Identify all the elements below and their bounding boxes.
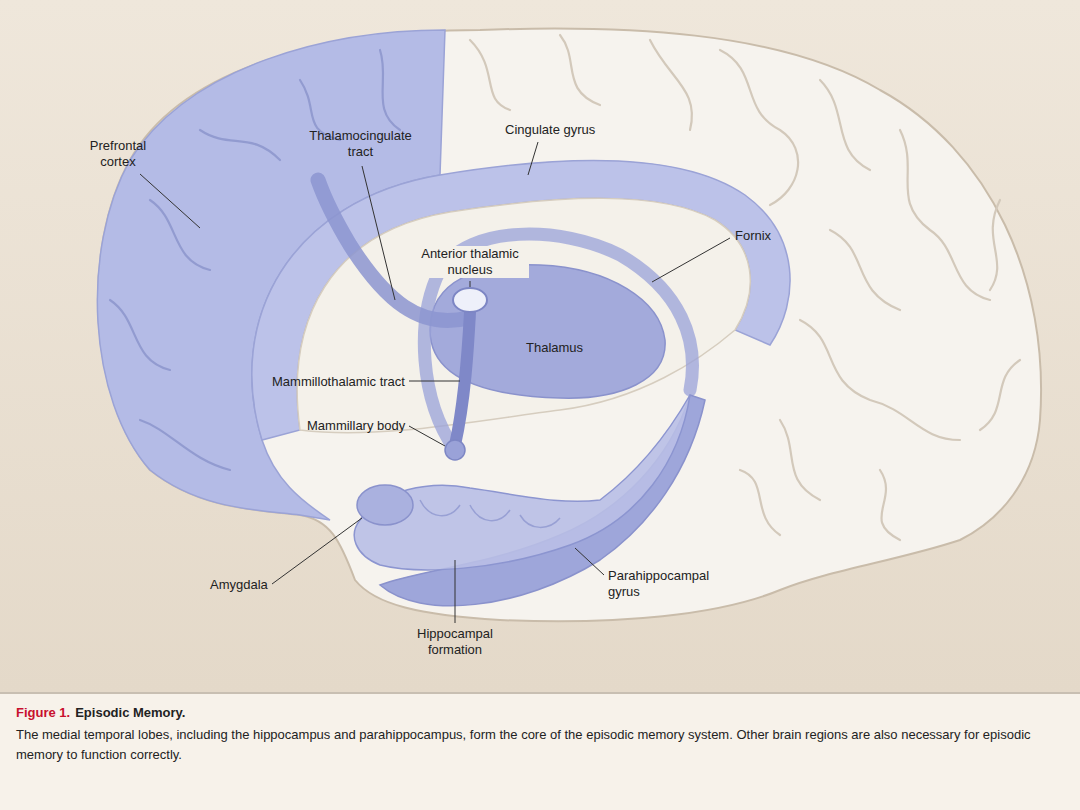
part-label: Hippocampal formation xyxy=(410,626,500,658)
part-label: Anterior thalamic nucleus xyxy=(411,246,529,278)
figure-title: Episodic Memory. xyxy=(75,704,185,722)
part-label: Cingulate gyrus xyxy=(505,122,595,138)
part-label: Mammillary body xyxy=(307,418,405,434)
part-label: Thalamocingulate tract xyxy=(303,128,418,160)
part-label: Prefrontal cortex xyxy=(78,138,158,170)
part-label: Parahippocampal gyrus xyxy=(608,568,718,600)
figure-caption: The medial temporal lobes, including the… xyxy=(16,725,1064,765)
figure-number: Figure 1. xyxy=(16,704,70,722)
part-label: Amygdala xyxy=(210,577,268,593)
title-row: Figure 1. Episodic Memory. xyxy=(16,704,185,722)
part-label: Thalamus xyxy=(526,340,583,356)
part-label: Fornix xyxy=(735,228,771,244)
part-label: Mammillothalamic tract xyxy=(272,374,405,390)
